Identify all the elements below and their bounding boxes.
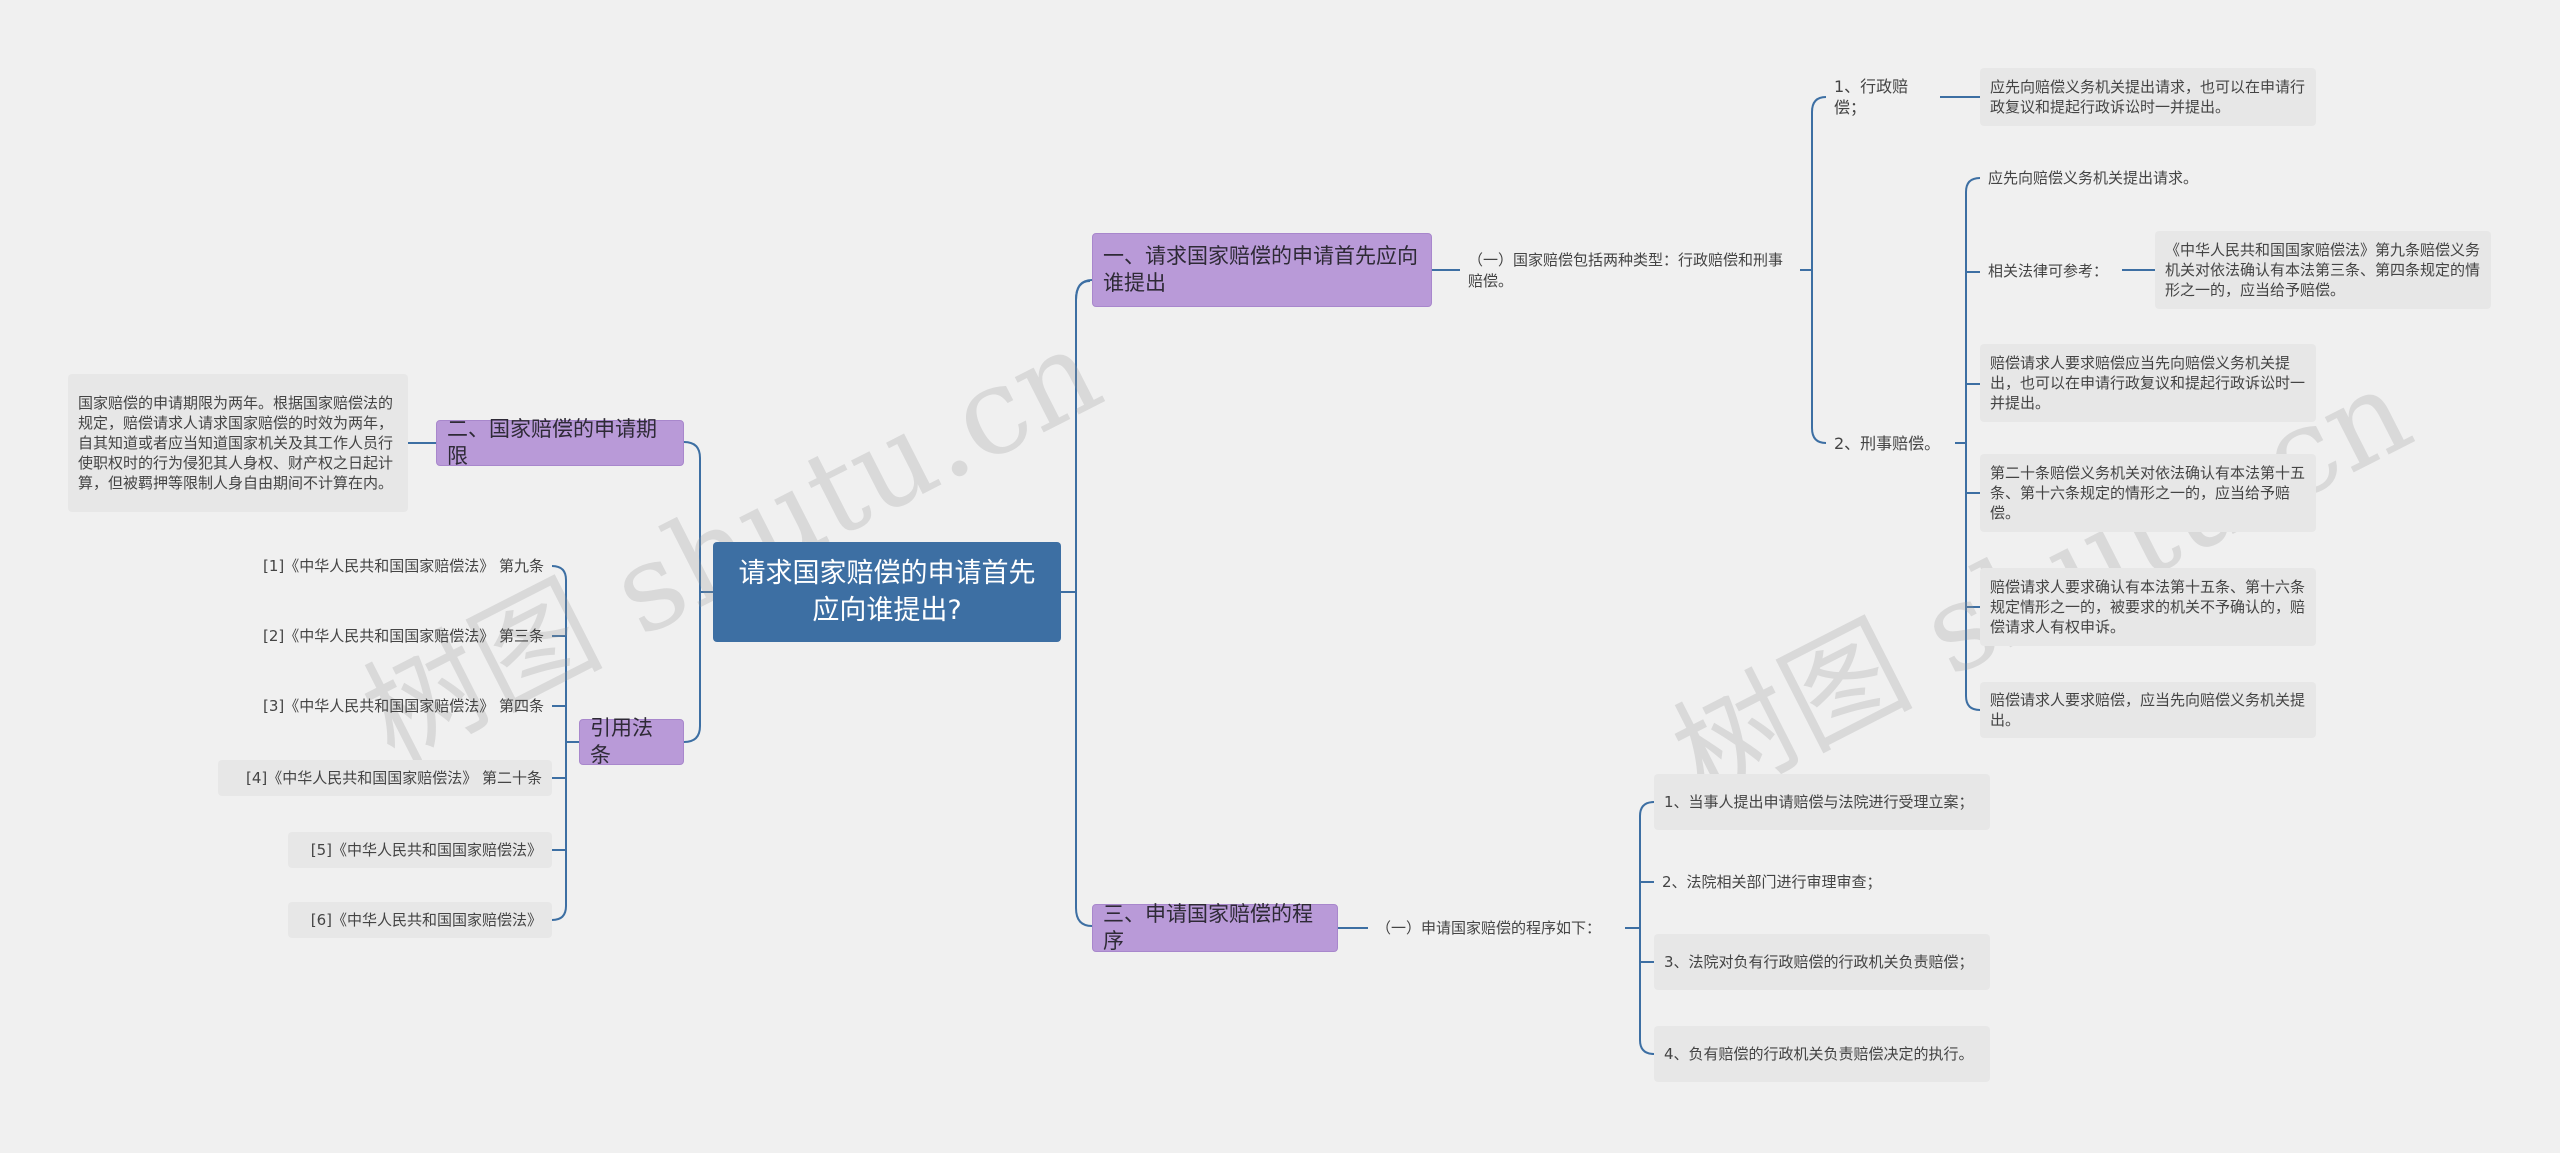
procedure-step-2[interactable]: 2、法院相关部门进行审理审查；	[1662, 872, 1882, 891]
connector-root-left	[683, 441, 713, 743]
connector-root-branch1	[1075, 280, 1091, 301]
criminal-item-4[interactable]: 第二十条赔偿义务机关对依法确认有本法第十五条、第十六条规定的情形之一的，应当给予…	[1980, 454, 2316, 532]
criminal-item-3[interactable]: 赔偿请求人要求赔偿应当先向赔偿义务机关提出，也可以在申请行政复议和提起行政诉讼时…	[1980, 344, 2316, 422]
criminal-item-5[interactable]: 赔偿请求人要求确认有本法第十五条、第十六条规定情形之一的，被要求的机关不予确认的…	[1980, 568, 2316, 646]
connector-criminal-items	[1955, 177, 1981, 711]
compensation-types[interactable]: （一）国家赔偿包括两种类型：行政赔偿和刑事赔偿。	[1468, 251, 1784, 290]
admin-compensation[interactable]: 1、行政赔偿；	[1834, 77, 1909, 117]
law-item-1[interactable]: [1]《中华人民共和国国家赔偿法》 第九条	[262, 556, 544, 575]
branch-procedure[interactable]: 三、申请国家赔偿的程序	[1092, 902, 1338, 953]
connector-root-right	[1061, 279, 1093, 927]
procedure-step-3[interactable]: 3、法院对负有行政赔偿的行政机关负责赔偿；	[1654, 934, 1990, 990]
criminal-item-6[interactable]: 赔偿请求人要求赔偿，应当先向赔偿义务机关提出。	[1980, 682, 2316, 738]
connector-laws-items	[551, 565, 579, 921]
related-law-label[interactable]: 相关法律可参考：	[1988, 261, 2109, 280]
connector-sub-types	[1800, 96, 1827, 444]
branch-cited-laws[interactable]: 引用法条	[579, 716, 684, 767]
criminal-compensation[interactable]: 2、刑事赔偿。	[1834, 433, 1941, 453]
procedure-intro[interactable]: （一）申请国家赔偿的程序如下：	[1376, 918, 1602, 937]
law-item-4[interactable]: [4]《中华人民共和国国家赔偿法》 第二十条	[218, 760, 552, 796]
time-limit-detail[interactable]: 国家赔偿的申请期限为两年。根据国家赔偿法的规定，赔偿请求人请求国家赔偿的时效为两…	[68, 374, 408, 512]
law-item-3[interactable]: [3]《中华人民共和国国家赔偿法》 第四条	[262, 696, 544, 715]
procedure-step-1[interactable]: 1、当事人提出申请赔偿与法院进行受理立案；	[1654, 774, 1990, 830]
branch-time-limit[interactable]: 二、国家赔偿的申请期限	[436, 417, 684, 468]
law-item-2[interactable]: [2]《中华人民共和国国家赔偿法》 第三条	[262, 626, 544, 645]
admin-detail[interactable]: 应先向赔偿义务机关提出请求，也可以在申请行政复议和提起行政诉讼时一并提出。	[1980, 68, 2316, 126]
root-topic[interactable]: 请求国家赔偿的申请首先应向谁提出?	[713, 542, 1061, 642]
related-law-text[interactable]: 《中华人民共和国国家赔偿法》第九条赔偿义务机关对依法确认有本法第三条、第四条规定…	[2155, 231, 2491, 309]
branch-who-to-apply[interactable]: 一、请求国家赔偿的申请首先应向谁提出	[1092, 233, 1432, 307]
procedure-step-4[interactable]: 4、负有赔偿的行政机关负责赔偿决定的执行。	[1654, 1026, 1990, 1082]
connector-procedure-steps	[1625, 801, 1655, 1055]
law-item-5[interactable]: [5]《中华人民共和国国家赔偿法》	[288, 832, 552, 868]
law-item-6[interactable]: [6]《中华人民共和国国家赔偿法》	[288, 902, 552, 938]
criminal-item-1[interactable]: 应先向赔偿义务机关提出请求。	[1988, 168, 2199, 187]
